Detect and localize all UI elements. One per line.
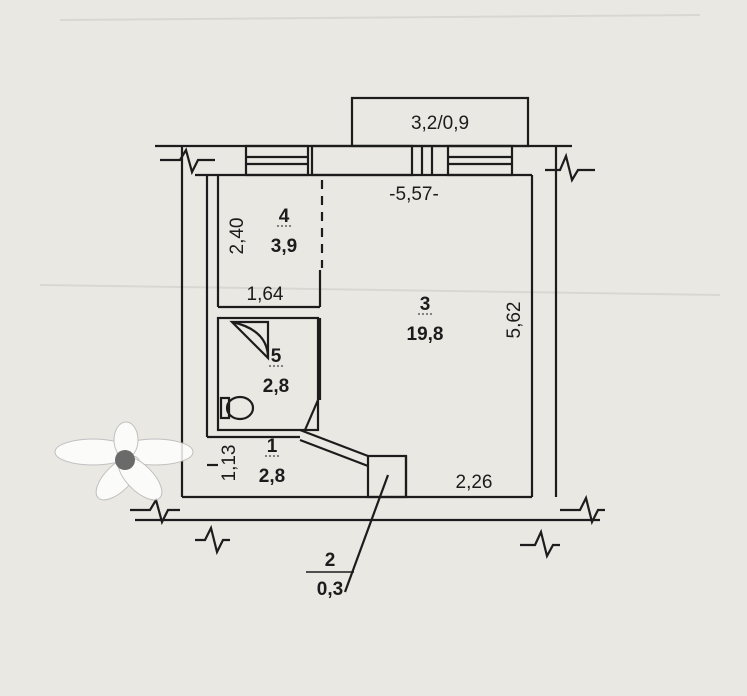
background-texture	[39, 14, 721, 296]
balcony-label: 3,2/0,9	[411, 113, 469, 134]
room-5-area: 2,8	[263, 376, 289, 397]
room-1-number: 1	[267, 436, 278, 457]
room-3-area: 19,8	[407, 324, 444, 345]
dim-hall-height: 1,13	[219, 445, 240, 482]
dim-main-width: -5,57-	[389, 184, 439, 205]
walls	[130, 96, 605, 593]
room-2-area: 0,3	[317, 579, 343, 600]
dim-bottom-right-width: 2,26	[456, 472, 493, 493]
room-2-number: 2	[325, 550, 336, 571]
dim-closet-height: 2,40	[227, 218, 248, 255]
room-3-number: 3	[420, 294, 431, 315]
room-4-area: 3,9	[271, 236, 297, 257]
window-right	[446, 144, 514, 177]
balcony-door	[310, 144, 414, 177]
dim-main-height: 5,62	[504, 302, 525, 339]
window-left	[244, 144, 310, 177]
room-5-number: 5	[271, 346, 282, 367]
flower-icon	[54, 421, 194, 501]
room-1-area: 2,8	[259, 466, 285, 487]
dim-closet-width: 1,64	[247, 284, 284, 305]
room-4-number: 4	[279, 206, 290, 227]
